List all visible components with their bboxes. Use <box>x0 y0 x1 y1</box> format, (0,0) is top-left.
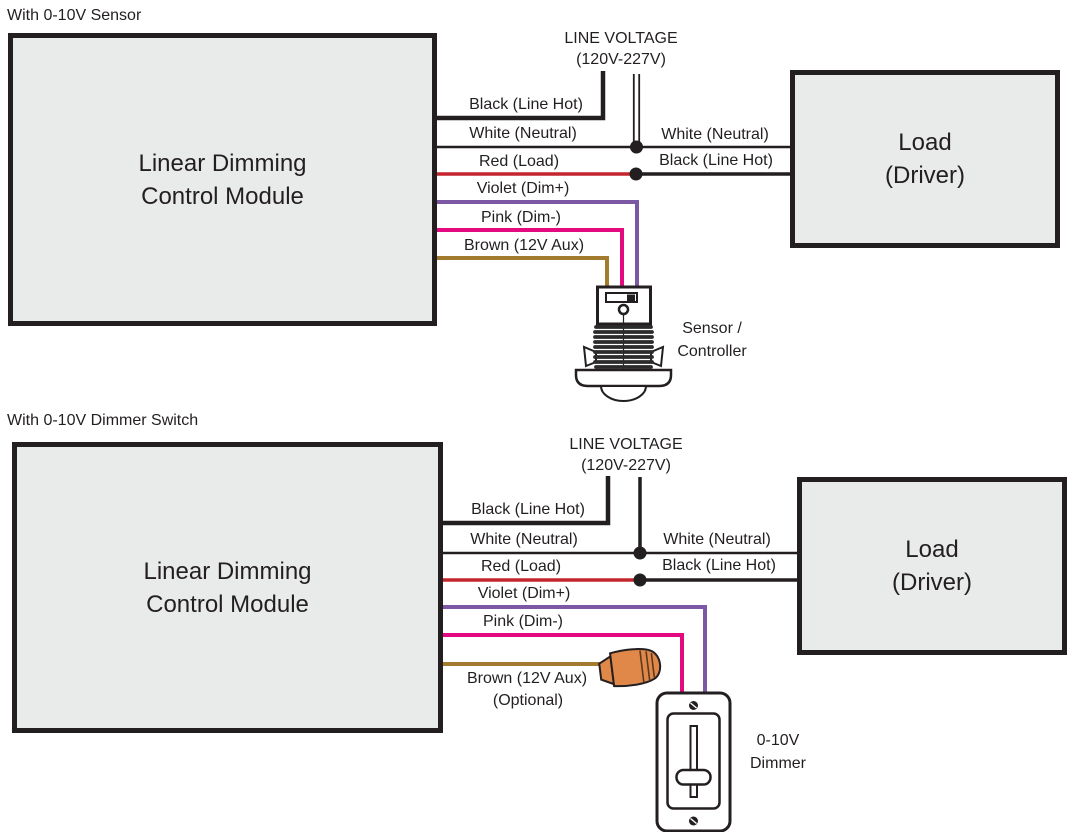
wire-violet-dim-plus <box>430 200 639 289</box>
junction-dot <box>629 167 643 181</box>
wire-nut-graphic <box>598 648 662 688</box>
wire-label-red-load: Red (Load) <box>480 558 562 575</box>
dimmer-label: 0-10V Dimmer <box>750 732 806 772</box>
wire-label-white-neutral-right: White (Neutral) <box>661 126 769 143</box>
wire-label-black-hot-right: Black (Line Hot) <box>662 557 776 574</box>
sensor-flange <box>574 368 673 388</box>
module-box-dimmer-diagram: Linear Dimming Control Module <box>12 442 443 733</box>
load-box-sensor-diagram: Load (Driver) <box>790 70 1060 248</box>
wire-label-brown-aux-optional: (Optional) <box>492 692 564 709</box>
wire-label-black-hot: Black (Line Hot) <box>469 96 583 113</box>
sensor-diagram-wires <box>430 71 792 289</box>
wire-label-brown-aux: Brown (12V Aux) <box>463 237 585 254</box>
diagram-title-dimmer: With 0-10V Dimmer Switch <box>7 412 199 429</box>
wire-pink-dim-minus <box>430 228 624 289</box>
wire-pink-dim-minus <box>436 633 684 695</box>
sensor-controller-label: Sensor / Controller <box>677 320 747 360</box>
wire-brown-12v-aux <box>430 256 609 289</box>
wire-label-black-hot: Black (Line Hot) <box>471 501 585 518</box>
module-label: Control Module <box>141 182 304 210</box>
dimmer-switch-graphic <box>655 691 732 832</box>
wire-label-violet-dim-plus: Violet (Dim+) <box>477 585 571 602</box>
wire-label-red-load: Red (Load) <box>478 153 560 170</box>
junction-dot <box>630 140 643 154</box>
load-box-dimmer-diagram: Load (Driver) <box>797 477 1067 655</box>
line-voltage-label: LINE VOLTAGE (120V-227V) <box>564 30 678 68</box>
sensor-dome <box>599 385 648 402</box>
wire-label-violet-dim-plus: Violet (Dim+) <box>476 180 570 197</box>
load-label: Load <box>898 129 952 156</box>
junction-dot <box>633 573 647 587</box>
diagram-title-sensor: With 0-10V Sensor <box>7 7 142 24</box>
dimmer-slider-thumb <box>675 768 712 786</box>
module-label: Control Module <box>146 590 309 618</box>
wire-label-pink-dim-minus: Pink (Dim-) <box>483 613 563 630</box>
dimmer-slider-track <box>689 725 698 798</box>
line-voltage-label: LINE VOLTAGE (120V-227V) <box>569 436 683 474</box>
load-label: (Driver) <box>885 162 965 189</box>
wire-label-brown-aux: Brown (12V Aux) <box>466 670 588 687</box>
sensor-controller-graphic <box>574 285 673 402</box>
wire-label-pink-dim-minus: Pink (Dim-) <box>481 209 561 226</box>
sensor-threads <box>593 325 654 369</box>
wire-violet-dim-plus <box>436 605 707 695</box>
load-label: Load <box>905 536 959 563</box>
junction-dot <box>633 546 647 560</box>
wire-label-white-neutral: White (Neutral) <box>470 531 578 548</box>
module-label: Linear Dimming <box>138 149 307 177</box>
dimmer-diagram-wires <box>436 476 799 695</box>
wire-black-line-hot <box>436 476 611 526</box>
wire-label-white-neutral: White (Neutral) <box>469 125 577 142</box>
module-label: Linear Dimming <box>143 557 312 585</box>
wire-label-black-hot-right: Black (Line Hot) <box>659 152 773 169</box>
load-label: (Driver) <box>892 569 972 596</box>
wire-black-line-hot <box>430 71 606 121</box>
module-box-sensor-diagram: Linear Dimming Control Module <box>8 33 437 326</box>
wire-label-white-neutral-right: White (Neutral) <box>663 531 771 548</box>
